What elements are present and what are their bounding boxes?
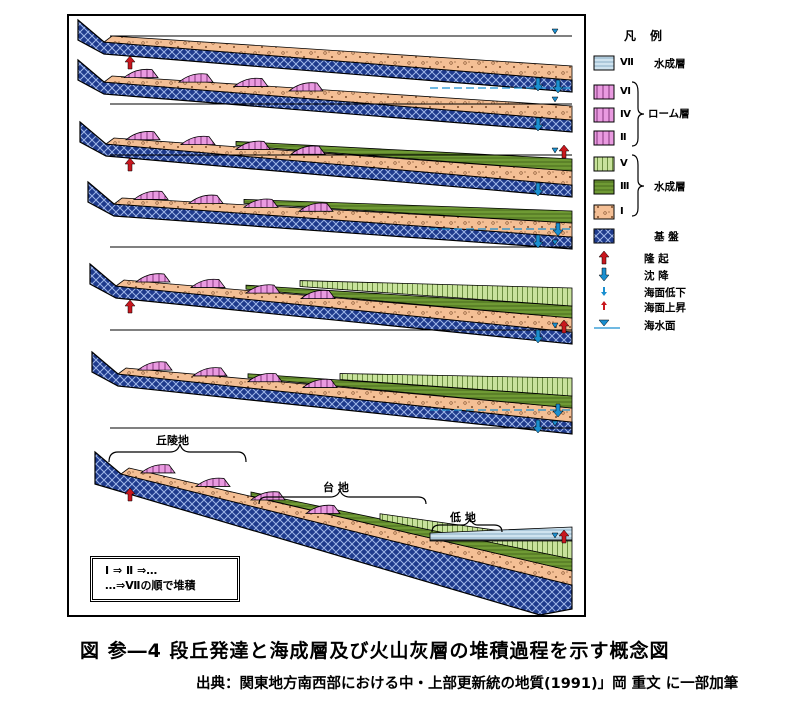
sea-level-marker <box>551 322 559 329</box>
layer-vii <box>429 526 573 542</box>
layer-i <box>116 367 573 423</box>
cross-section-3 <box>79 120 573 198</box>
loam-layer <box>242 198 279 208</box>
legend-roman: Ⅲ <box>620 181 630 192</box>
loam-layer <box>249 491 286 501</box>
legend-roman: Ⅴ <box>620 158 628 169</box>
legend-group-marine: 水成層 <box>654 181 686 193</box>
cross-section-2 <box>77 58 573 133</box>
layer-i <box>112 197 573 238</box>
legend-swatch <box>593 156 615 172</box>
legend-swatch <box>593 130 615 146</box>
cross-section-5 <box>89 262 573 345</box>
loam-layer <box>232 77 269 87</box>
sea-level-marker <box>551 147 559 154</box>
legend-roman: Ⅶ <box>620 57 634 68</box>
legend-roman: Ⅱ <box>620 132 627 143</box>
layer-v <box>299 280 573 307</box>
loam-layer <box>297 202 334 212</box>
sea-level-marker <box>551 532 559 539</box>
legend-swatch <box>593 107 615 123</box>
deposition-order-note: Ⅰ ⇒ Ⅱ ⇒… …⇒Ⅶの順で堆積 <box>90 556 240 602</box>
loam-layer <box>124 131 161 141</box>
loam-layer <box>194 477 231 487</box>
loam-layer <box>246 373 283 383</box>
legend-swatch <box>593 179 615 195</box>
legend-swatch <box>593 84 615 100</box>
legend-swatch <box>593 55 615 71</box>
note-line-1: Ⅰ ⇒ Ⅱ ⇒… <box>105 564 158 577</box>
legend-swatch <box>593 228 615 244</box>
legend-symbol-text: 海面上昇 <box>644 302 686 314</box>
cross-section-1 <box>77 18 573 93</box>
loam-layer <box>244 284 281 294</box>
legend-group-loam: ローム層 <box>648 108 690 120</box>
legend-title: 凡例 <box>624 29 677 43</box>
legend-roman: Ⅵ <box>620 86 631 97</box>
loam-layer <box>191 367 228 377</box>
sea-level-marker <box>551 28 559 35</box>
loam-layer <box>287 82 324 92</box>
cross-section-7 <box>94 450 573 616</box>
legend-item-text: 基 盤 <box>654 231 679 243</box>
loam-layer <box>234 140 271 150</box>
legend-swatch <box>593 204 615 220</box>
legend-symbol-text: 沈 降 <box>644 270 669 282</box>
loam-layer <box>122 68 159 79</box>
legend-roman: Ⅳ <box>620 109 631 120</box>
sea-level-marker <box>551 239 559 246</box>
loam-layer <box>179 135 216 145</box>
cross-section-6 <box>91 350 573 435</box>
loam-layer <box>189 278 226 288</box>
label-lowland: 低 地 <box>450 511 476 524</box>
label-hills: 丘陵地 <box>156 434 189 447</box>
figure-source: 出典：関東地方南西部における中・上部更新統の地質(1991)」岡 重文 に一部加… <box>196 676 739 692</box>
loam-layer <box>134 273 171 283</box>
layer-i <box>102 75 573 121</box>
loam-layer <box>304 504 341 514</box>
loam-layer <box>289 145 326 155</box>
layer-i <box>114 279 573 333</box>
legend-symbol-text: 海水面 <box>644 320 676 332</box>
layer-v <box>339 373 573 397</box>
loam-layer <box>301 378 338 388</box>
legend-symbol-text: 隆 起 <box>644 253 669 265</box>
sea-level-marker <box>551 96 559 103</box>
sea-level-marker <box>551 420 559 427</box>
loam-layer <box>132 190 169 200</box>
loam-layer <box>139 464 176 474</box>
legend-symbol-text: 海面低下 <box>644 287 686 299</box>
diagram-frame <box>67 14 586 617</box>
loam-layer <box>187 194 224 204</box>
loam-layer <box>177 73 214 83</box>
cross-section-4 <box>87 180 573 250</box>
loam-layer <box>136 361 173 371</box>
figure-caption: 図 参―4 段丘発達と海成層及び火山灰層の堆積過程を示す概念図 <box>80 640 670 662</box>
layer-i <box>102 35 573 81</box>
note-line-2: …⇒Ⅶの順で堆積 <box>105 579 196 592</box>
loam-layer <box>299 289 336 300</box>
legend-item-text: 水成層 <box>654 58 686 70</box>
layer-i <box>104 137 573 186</box>
legend-roman: Ⅰ <box>620 206 624 217</box>
label-plateau: 台 地 <box>323 481 349 494</box>
